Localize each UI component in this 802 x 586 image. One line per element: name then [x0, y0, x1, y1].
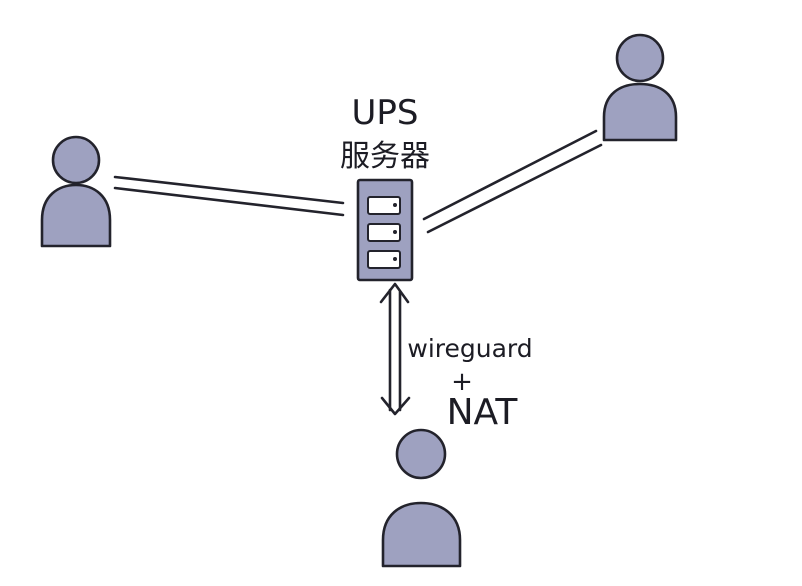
server-title-line1: UPS: [352, 93, 419, 133]
user-body: [381, 501, 462, 568]
user-right-icon: [602, 33, 678, 142]
link-protocol-label: wireguard: [407, 334, 532, 363]
server-led: [393, 203, 397, 261]
arrow-head-down: [380, 396, 411, 416]
user-head: [51, 135, 101, 185]
link-plus-label: +: [451, 367, 473, 397]
arrow-head-up: [379, 282, 410, 304]
link-wireguard-arrow: [379, 282, 411, 416]
user-body: [602, 82, 678, 142]
user-bottom-icon: [381, 428, 462, 568]
link-left-user-to-server: [113, 175, 345, 217]
link-right-user-to-server: [422, 129, 603, 234]
user-head: [395, 428, 447, 480]
user-head: [615, 33, 665, 83]
server-title-line2: 服务器: [340, 139, 430, 174]
user-body: [40, 183, 112, 248]
link-nat-label: NAT: [447, 392, 519, 433]
server-rack-icon: [356, 178, 414, 282]
server-slot: [367, 196, 401, 269]
user-left-icon: [40, 135, 112, 248]
